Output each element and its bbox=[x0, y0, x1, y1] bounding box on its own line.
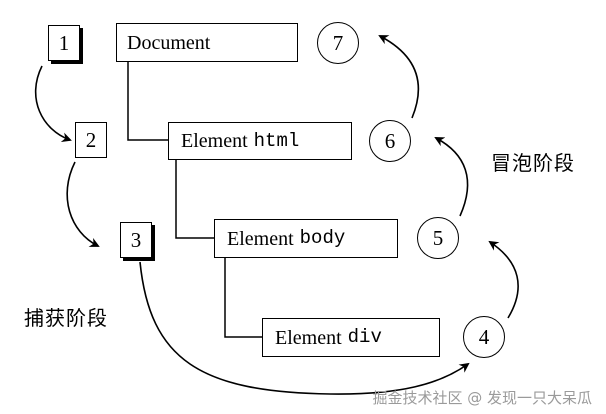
node-body: Element body bbox=[214, 219, 398, 258]
bubble-step-6: 6 bbox=[369, 120, 411, 162]
tree-connector-body-div bbox=[224, 258, 262, 338]
bubble-step-5: 5 bbox=[417, 217, 459, 259]
target-arrow-3-4 bbox=[139, 261, 470, 395]
capture-step-3: 3 bbox=[120, 222, 152, 258]
capture-phase-label: 捕获阶段 bbox=[24, 306, 108, 330]
watermark: 掘金技术社区 @ 发现一只大呆瓜 bbox=[372, 389, 592, 407]
capture-arrow-1-2 bbox=[34, 65, 72, 143]
node-body-tag: body bbox=[299, 227, 346, 249]
bubble-arrow-5-6 bbox=[434, 137, 469, 217]
node-document-label: Document bbox=[127, 31, 211, 54]
node-document: Document bbox=[116, 23, 298, 62]
node-div: Element div bbox=[262, 318, 440, 357]
bubble-arrow-4-5 bbox=[488, 240, 519, 319]
bubble-step-4: 4 bbox=[463, 316, 505, 358]
node-html-tag: html bbox=[253, 129, 300, 152]
capture-step-1: 1 bbox=[48, 25, 80, 61]
bubble-phase-label: 冒泡阶段 bbox=[491, 151, 575, 175]
tree-connector-html-body bbox=[175, 159, 214, 239]
tree-connector-document-html bbox=[127, 62, 168, 141]
node-html: Element html bbox=[168, 122, 352, 160]
node-div-tag: div bbox=[347, 326, 382, 348]
bubble-step-7: 7 bbox=[317, 22, 359, 64]
node-body-label: Element bbox=[227, 227, 294, 250]
node-html-label: Element bbox=[181, 130, 248, 152]
bubble-arrow-6-7 bbox=[378, 35, 420, 119]
capture-step-2: 2 bbox=[75, 122, 107, 158]
node-div-label: Element bbox=[275, 326, 342, 349]
capture-arrow-2-3 bbox=[66, 161, 100, 247]
